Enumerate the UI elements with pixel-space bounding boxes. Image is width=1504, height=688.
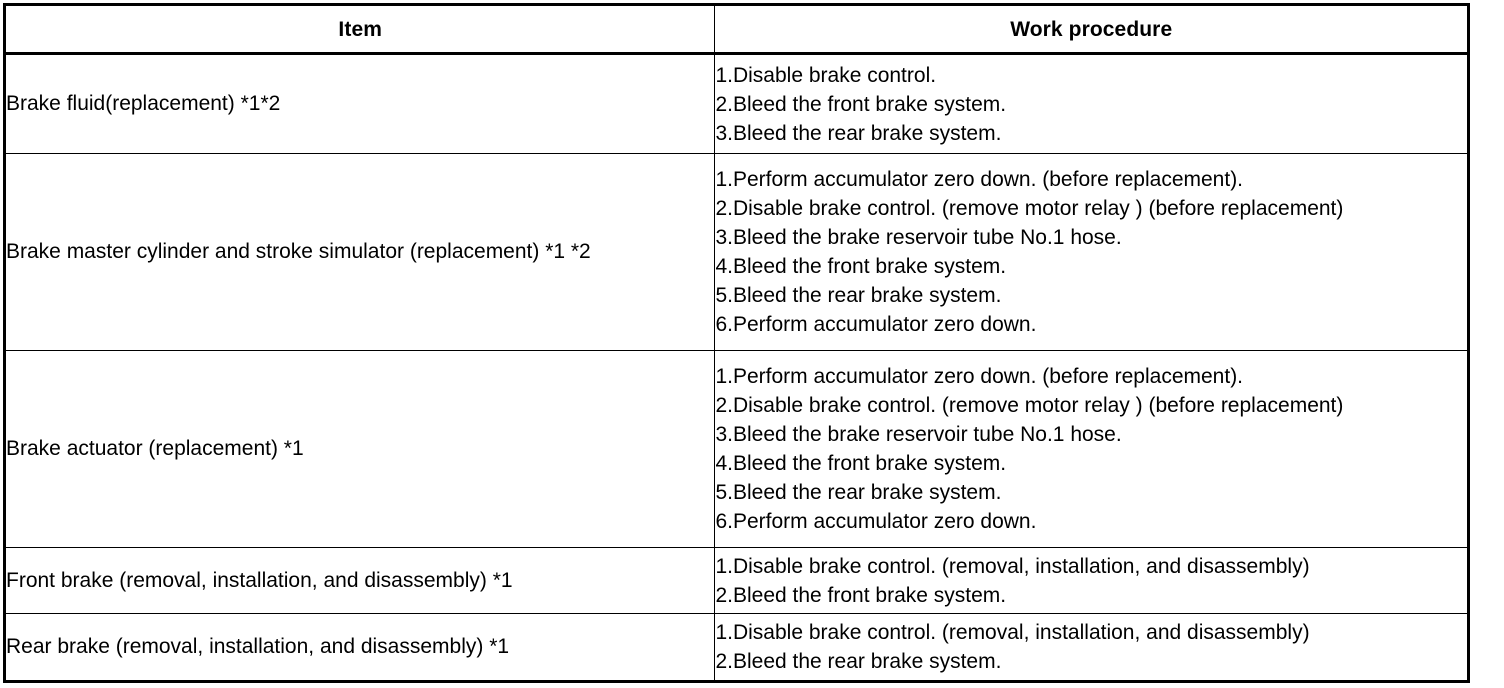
- procedure-step-text: Bleed the brake reservoir tube No.1 hose…: [732, 226, 1122, 250]
- item-cell: Brake master cylinder and stroke simulat…: [3, 153, 716, 352]
- procedure-step-number: 5.: [715, 481, 733, 505]
- table-row: Front brake (removal, installation, and …: [3, 547, 1469, 615]
- procedure-step-number: 1.: [715, 63, 733, 87]
- column-header-work-procedure-label: Work procedure: [1010, 17, 1173, 41]
- procedure-step-text: Disable brake control. (remove motor rel…: [732, 197, 1344, 221]
- work-procedure-cell: 1.Disable brake control. (removal, insta…: [714, 613, 1469, 682]
- procedure-step-text: Perform accumulator zero down.: [732, 313, 1037, 337]
- item-label: Rear brake (removal, installation, and d…: [6, 635, 510, 659]
- procedure-step-number: 3.: [715, 423, 733, 447]
- table-row: Brake fluid(replacement) *1*2 1.Disable b…: [3, 52, 1469, 155]
- table-row: Rear brake (removal, installation, and d…: [3, 613, 1469, 682]
- procedure-step-number: 1.: [715, 621, 733, 645]
- procedure-step: 6.Perform accumulator zero down.: [715, 507, 1467, 536]
- procedure-step-text: Bleed the front brake system.: [732, 92, 1007, 116]
- procedure-step: 2.Disable brake control. (remove motor r…: [715, 194, 1467, 223]
- procedure-step-text: Disable brake control. (removal, install…: [732, 621, 1310, 645]
- procedure-step-number: 6.: [715, 510, 733, 534]
- item-label: Brake actuator (replacement) *1: [6, 436, 304, 460]
- column-header-item-label: Item: [338, 17, 383, 41]
- procedure-step-number: 2.: [715, 197, 733, 221]
- procedure-step-number: 4.: [715, 255, 733, 279]
- procedure-step-list: 1.Disable brake control.2.Bleed the fron…: [715, 61, 1467, 148]
- procedure-step: 2.Bleed the rear brake system.: [715, 647, 1467, 676]
- item-cell: Brake actuator (replacement) *1: [3, 350, 716, 549]
- procedure-step-number: 2.: [715, 583, 733, 607]
- procedure-step: 6.Perform accumulator zero down.: [715, 310, 1467, 339]
- item-label: Brake master cylinder and stroke simulat…: [6, 240, 591, 263]
- procedure-step: 4.Bleed the front brake system.: [715, 252, 1467, 281]
- procedure-step: 3.Bleed the rear brake system.: [715, 119, 1467, 148]
- procedure-step-text: Disable brake control.: [732, 63, 937, 87]
- procedure-step-list: 1.Perform accumulator zero down. (before…: [715, 362, 1467, 536]
- work-procedure-cell: 1.Disable brake control.2.Bleed the fron…: [714, 52, 1469, 155]
- work-procedure-table-container: Item Work procedure Brake fluid(replacem…: [3, 3, 1470, 683]
- item-label: Brake fluid(replacement) *1*2: [6, 91, 281, 115]
- procedure-step: 3.Bleed the brake reservoir tube No.1 ho…: [715, 420, 1467, 449]
- item-cell: Front brake (removal, installation, and …: [3, 547, 716, 615]
- procedure-step-number: 4.: [715, 452, 733, 476]
- procedure-step-list: 1.Perform accumulator zero down. (before…: [715, 165, 1467, 339]
- table-row: Brake master cylinder and stroke simulat…: [3, 153, 1469, 352]
- procedure-step: 1.Disable brake control.: [715, 61, 1467, 90]
- work-procedure-cell: 1.Disable brake control. (removal, insta…: [714, 547, 1469, 615]
- procedure-step-number: 2.: [715, 92, 733, 116]
- item-cell: Brake fluid(replacement) *1*2: [3, 52, 716, 155]
- procedure-step: 1.Disable brake control. (removal, insta…: [715, 618, 1467, 647]
- procedure-step: 4.Bleed the front brake system.: [715, 449, 1467, 478]
- procedure-step: 3.Bleed the brake reservoir tube No.1 ho…: [715, 223, 1467, 252]
- procedure-step: 5.Bleed the rear brake system.: [715, 281, 1467, 310]
- procedure-step-text: Bleed the rear brake system.: [732, 121, 1002, 145]
- procedure-step-text: Bleed the rear brake system.: [732, 284, 1002, 308]
- procedure-step-text: Bleed the rear brake system.: [732, 650, 1002, 674]
- procedure-step-number: 6.: [715, 313, 733, 337]
- header-row: Item Work procedure: [3, 4, 1469, 55]
- procedure-step-number: 1.: [715, 168, 733, 192]
- procedure-step-number: 1.: [715, 554, 733, 578]
- item-cell: Rear brake (removal, installation, and d…: [3, 613, 716, 682]
- work-procedure-table: Item Work procedure Brake fluid(replacem…: [3, 3, 1470, 683]
- procedure-step-text: Perform accumulator zero down. (before r…: [732, 168, 1244, 192]
- work-procedure-cell: 1.Perform accumulator zero down. (before…: [714, 153, 1469, 352]
- item-label: Front brake (removal, installation, and …: [6, 568, 513, 592]
- procedure-step-number: 3.: [715, 121, 733, 145]
- procedure-step-text: Bleed the rear brake system.: [732, 481, 1002, 505]
- procedure-step-text: Bleed the front brake system.: [732, 583, 1007, 607]
- procedure-step: 1.Perform accumulator zero down. (before…: [715, 362, 1467, 391]
- procedure-step: 2.Bleed the front brake system.: [715, 581, 1467, 610]
- procedure-step: 2.Disable brake control. (remove motor r…: [715, 391, 1467, 420]
- procedure-step-text: Perform accumulator zero down. (before r…: [732, 365, 1244, 389]
- column-header-item: Item: [3, 4, 716, 55]
- procedure-step-text: Disable brake control. (removal, install…: [732, 554, 1310, 578]
- procedure-step-text: Bleed the front brake system.: [732, 255, 1007, 279]
- procedure-step-list: 1.Disable brake control. (removal, insta…: [715, 618, 1467, 676]
- work-procedure-cell: 1.Perform accumulator zero down. (before…: [714, 350, 1469, 549]
- procedure-step: 1.Perform accumulator zero down. (before…: [715, 165, 1467, 194]
- procedure-step-number: 1.: [715, 365, 733, 389]
- procedure-step: 2.Bleed the front brake system.: [715, 90, 1467, 119]
- procedure-step-number: 2.: [715, 650, 733, 674]
- procedure-step-number: 2.: [715, 394, 733, 418]
- procedure-step-text: Perform accumulator zero down.: [732, 510, 1037, 534]
- procedure-step-list: 1.Disable brake control. (removal, insta…: [715, 552, 1467, 610]
- procedure-step: 5.Bleed the rear brake system.: [715, 478, 1467, 507]
- table-header: Item Work procedure: [3, 4, 1469, 55]
- column-header-work-procedure: Work procedure: [714, 4, 1469, 55]
- procedure-step-number: 5.: [715, 284, 733, 308]
- procedure-step: 1.Disable brake control. (removal, insta…: [715, 552, 1467, 581]
- procedure-step-text: Bleed the brake reservoir tube No.1 hose…: [732, 423, 1122, 447]
- procedure-step-text: Bleed the front brake system.: [732, 452, 1007, 476]
- procedure-step-number: 3.: [715, 226, 733, 250]
- procedure-step-text: Disable brake control. (remove motor rel…: [732, 394, 1344, 418]
